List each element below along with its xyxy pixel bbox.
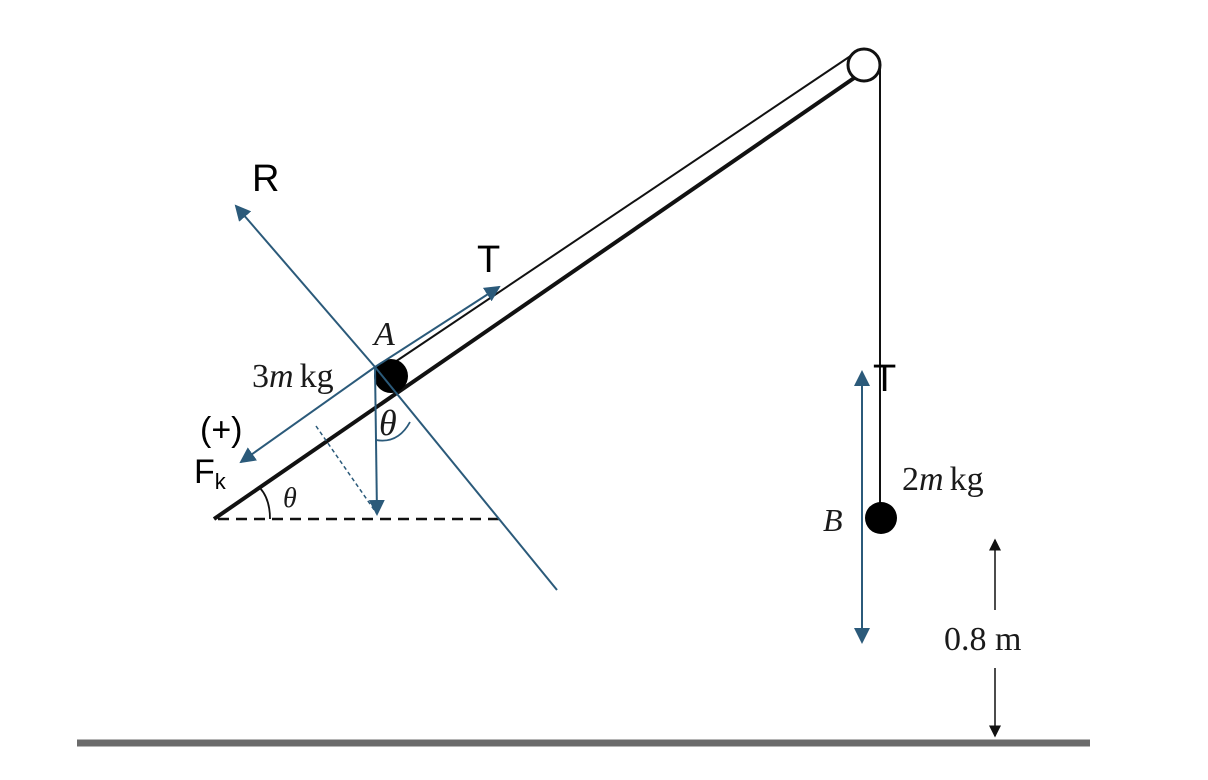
mass-a-unit: kg bbox=[300, 358, 334, 395]
fk-sub: k bbox=[215, 469, 227, 494]
mass-a-coef: 3 bbox=[252, 358, 269, 395]
label-b: B bbox=[823, 502, 843, 538]
reaction-force-vector bbox=[234, 204, 376, 368]
label-fk: Fk bbox=[194, 453, 227, 494]
label-height: 0.8 m bbox=[944, 621, 1021, 658]
fk-main: F bbox=[194, 453, 215, 491]
perpendicular-line bbox=[374, 366, 558, 591]
pulley bbox=[846, 47, 882, 83]
label-t-incline: T bbox=[477, 239, 500, 281]
label-theta-base: θ bbox=[283, 483, 297, 514]
theta-arc-base bbox=[259, 487, 271, 520]
weight-component-dashed bbox=[315, 425, 378, 515]
label-t-hanging: T bbox=[873, 358, 896, 400]
theta-arc-top bbox=[375, 421, 411, 442]
incline-rod-bottom bbox=[212, 74, 859, 521]
mass-b-coef: 2 bbox=[902, 461, 919, 498]
label-a: A bbox=[372, 316, 395, 353]
label-r: R bbox=[252, 158, 279, 200]
mass-a bbox=[374, 359, 408, 393]
mass-a-var: m bbox=[269, 358, 294, 395]
mass-b-unit: kg bbox=[950, 461, 984, 498]
label-positive-direction: (+) bbox=[200, 411, 243, 449]
friction-vector bbox=[239, 366, 376, 464]
incline-rod-top bbox=[391, 54, 853, 365]
mass-b-var: m bbox=[919, 461, 944, 498]
tension-vector-incline bbox=[374, 285, 501, 368]
mass-b bbox=[865, 502, 897, 534]
label-theta-top: θ bbox=[379, 403, 397, 443]
